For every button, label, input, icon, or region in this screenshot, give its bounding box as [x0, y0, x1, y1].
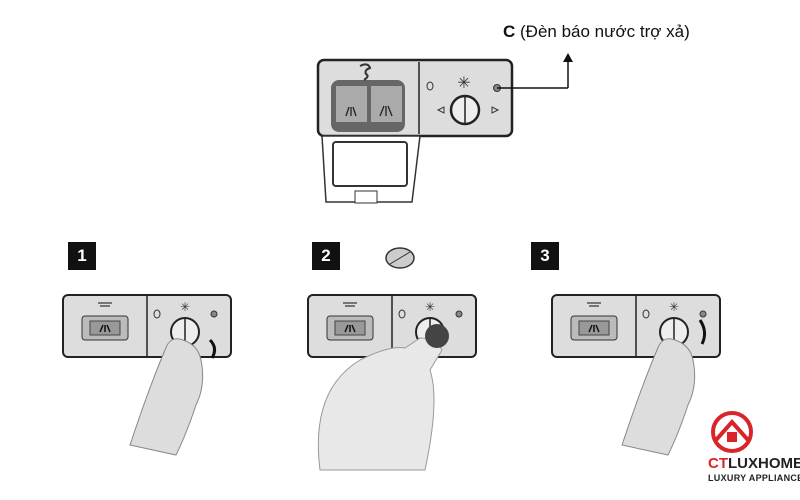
rotate-arrow-icon: [698, 319, 707, 345]
hand-icon: [621, 338, 696, 456]
logo-wordmark: CTLUXHOME: [708, 455, 800, 472]
rotate-arrow-icon: [208, 338, 217, 359]
rinse-aid-indicator-caption: C (Đèn báo nước trợ xả): [503, 22, 690, 41]
removed-cap-icon: [385, 247, 415, 269]
top-dispenser-overview: ✳: [316, 53, 573, 204]
rinse-aid-bottle: [317, 337, 443, 471]
step-1-badge: 1: [68, 242, 96, 270]
svg-text:✳: ✳: [457, 75, 470, 92]
dispenser-panel-step-1: [62, 294, 232, 358]
dispenser-panel-step-3: [551, 294, 721, 358]
ctluxhome-logo: [711, 411, 753, 453]
step-3-badge: 3: [531, 242, 559, 270]
logo-tagline: LUXURY APPLIANCES: [708, 473, 800, 483]
step-2-badge: 2: [312, 242, 340, 270]
dispenser-panel-step-2: [307, 294, 477, 358]
hand-icon: [129, 338, 204, 456]
